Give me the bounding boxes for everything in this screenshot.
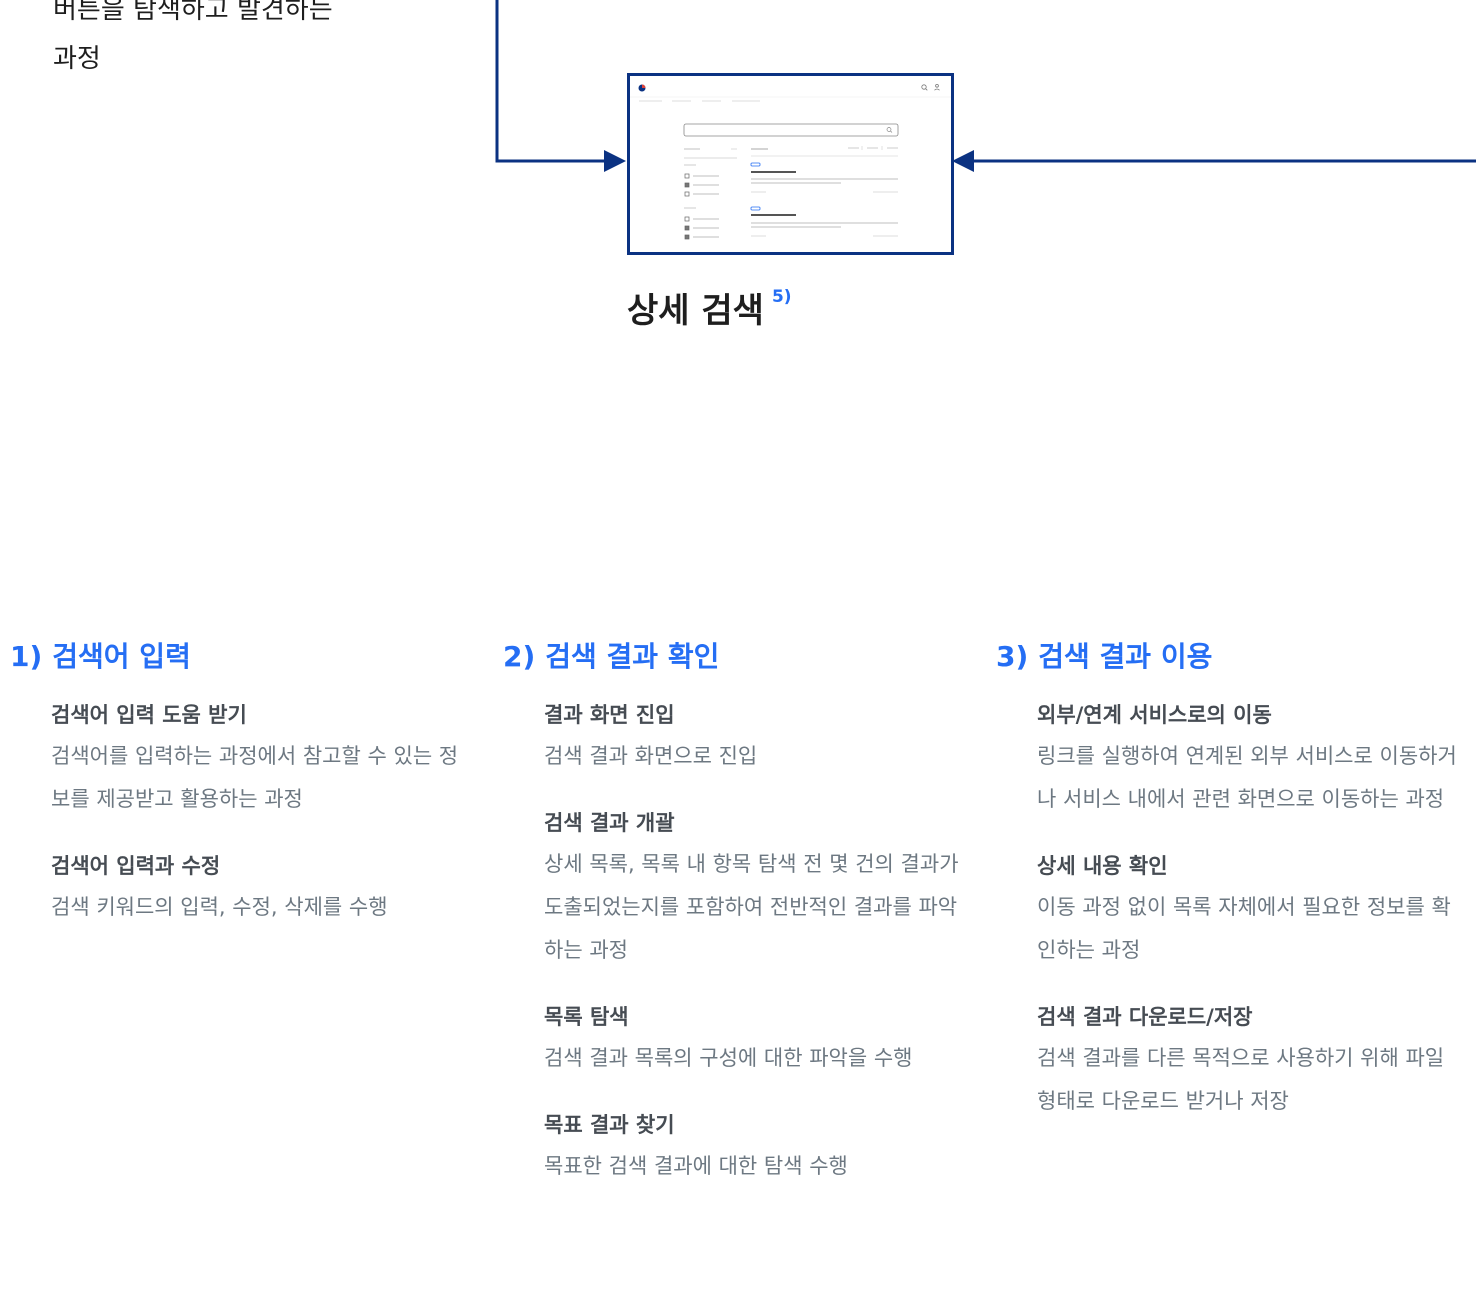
detail-search-title: 상세 검색 5): [627, 283, 792, 332]
item-description: 이동 과정 없이 목록 자체에서 필요한 정보를 확인하는 과정: [1037, 895, 1451, 962]
list-item: 검색 결과 개괄 상세 목록, 목록 내 항목 탐색 전 몇 건의 결과가 도출…: [503, 808, 973, 972]
item-title: 결과 화면 진입: [544, 703, 675, 727]
item-description: 검색 결과 목록의 구성에 대한 파악을 수행: [544, 1046, 913, 1070]
item-title: 목표 결과 찾기: [544, 1113, 675, 1137]
item-description: 목표한 검색 결과에 대한 탐색 수행: [544, 1154, 848, 1178]
item-title: 검색 결과 개괄: [544, 811, 675, 835]
list-item: 목표 결과 찾기 목표한 검색 결과에 대한 탐색 수행: [503, 1110, 973, 1188]
column-title: 검색 결과 확인: [545, 640, 720, 673]
detail-search-thumbnail: [627, 73, 954, 255]
column-search-results-use: 3) 검색 결과 이용 외부/연계 서비스로의 이동 링크를 실행하여 연계된 외…: [996, 640, 1466, 1123]
right-arrowhead: [952, 150, 974, 172]
item-title: 상세 내용 확인: [1037, 854, 1168, 878]
item-title: 외부/연계 서비스로의 이동: [1037, 703, 1272, 727]
detail-search-wireframe: [630, 84, 951, 240]
column-title: 검색 결과 이용: [1038, 640, 1213, 673]
intro-line-2: 과정: [53, 44, 101, 74]
item-title: 검색어 입력과 수정: [51, 854, 221, 878]
list-item: 결과 화면 진입 검색 결과 화면으로 진입: [503, 700, 973, 778]
footnote-marker: 5): [771, 287, 792, 307]
item-title: 목록 탐색: [544, 1005, 629, 1029]
item-description: 검색 결과 화면으로 진입: [544, 744, 758, 768]
column-heading: 1) 검색어 입력: [10, 640, 480, 674]
item-title: 검색어 입력 도움 받기: [51, 703, 247, 727]
column-number: 2): [503, 640, 536, 673]
list-item: 검색어 입력과 수정 검색 키워드의 입력, 수정, 삭제를 수행: [10, 851, 480, 929]
search-icon: [921, 84, 927, 90]
list-item: 목록 탐색 검색 결과 목록의 구성에 대한 파악을 수행: [503, 1002, 973, 1080]
flow-connectors: [495, 0, 1476, 172]
list-item: 검색 결과 다운로드/저장 검색 결과를 다른 목적으로 사용하기 위해 파일 …: [996, 1002, 1466, 1123]
user-icon: [935, 84, 939, 88]
item-description: 상세 목록, 목록 내 항목 탐색 전 몇 건의 결과가 도출되었는지를 포함하…: [544, 852, 959, 962]
item-description: 링크를 실행하여 연계된 외부 서비스로 이동하거나 서비스 내에서 관련 화면…: [1037, 744, 1457, 811]
column-number: 1): [10, 640, 43, 673]
column-number: 3): [996, 640, 1029, 673]
left-connector-line: [495, 0, 608, 163]
left-arrowhead: [604, 150, 626, 172]
item-title: 검색 결과 다운로드/저장: [1037, 1005, 1253, 1029]
list-item: 검색어 입력 도움 받기 검색어를 입력하는 과정에서 참고할 수 있는 정보를…: [10, 700, 480, 821]
list-item: 외부/연계 서비스로의 이동 링크를 실행하여 연계된 외부 서비스로 이동하거…: [996, 700, 1466, 821]
column-title: 검색어 입력: [52, 640, 191, 673]
list-item: 상세 내용 확인 이동 과정 없이 목록 자체에서 필요한 정보를 확인하는 과…: [996, 851, 1466, 972]
item-description: 검색 키워드의 입력, 수정, 삭제를 수행: [51, 895, 388, 919]
column-search-results: 2) 검색 결과 확인 결과 화면 진입 검색 결과 화면으로 진입 검색 결과 …: [503, 640, 973, 1188]
wireframe-search-box: [683, 123, 899, 137]
item-description: 검색 결과를 다른 목적으로 사용하기 위해 파일 형태로 다운로드 받거나 저…: [1037, 1046, 1445, 1113]
column-search-input: 1) 검색어 입력 검색어 입력 도움 받기 검색어를 입력하는 과정에서 참고할…: [10, 640, 480, 929]
item-description: 검색어를 입력하는 과정에서 참고할 수 있는 정보를 제공받고 활용하는 과정: [51, 744, 459, 811]
column-heading: 3) 검색 결과 이용: [996, 640, 1466, 674]
column-heading: 2) 검색 결과 확인: [503, 640, 973, 674]
intro-line-1: 버튼을 탐색하고 발견하는: [53, 0, 333, 25]
detail-search-title-text: 상세 검색: [627, 291, 764, 331]
